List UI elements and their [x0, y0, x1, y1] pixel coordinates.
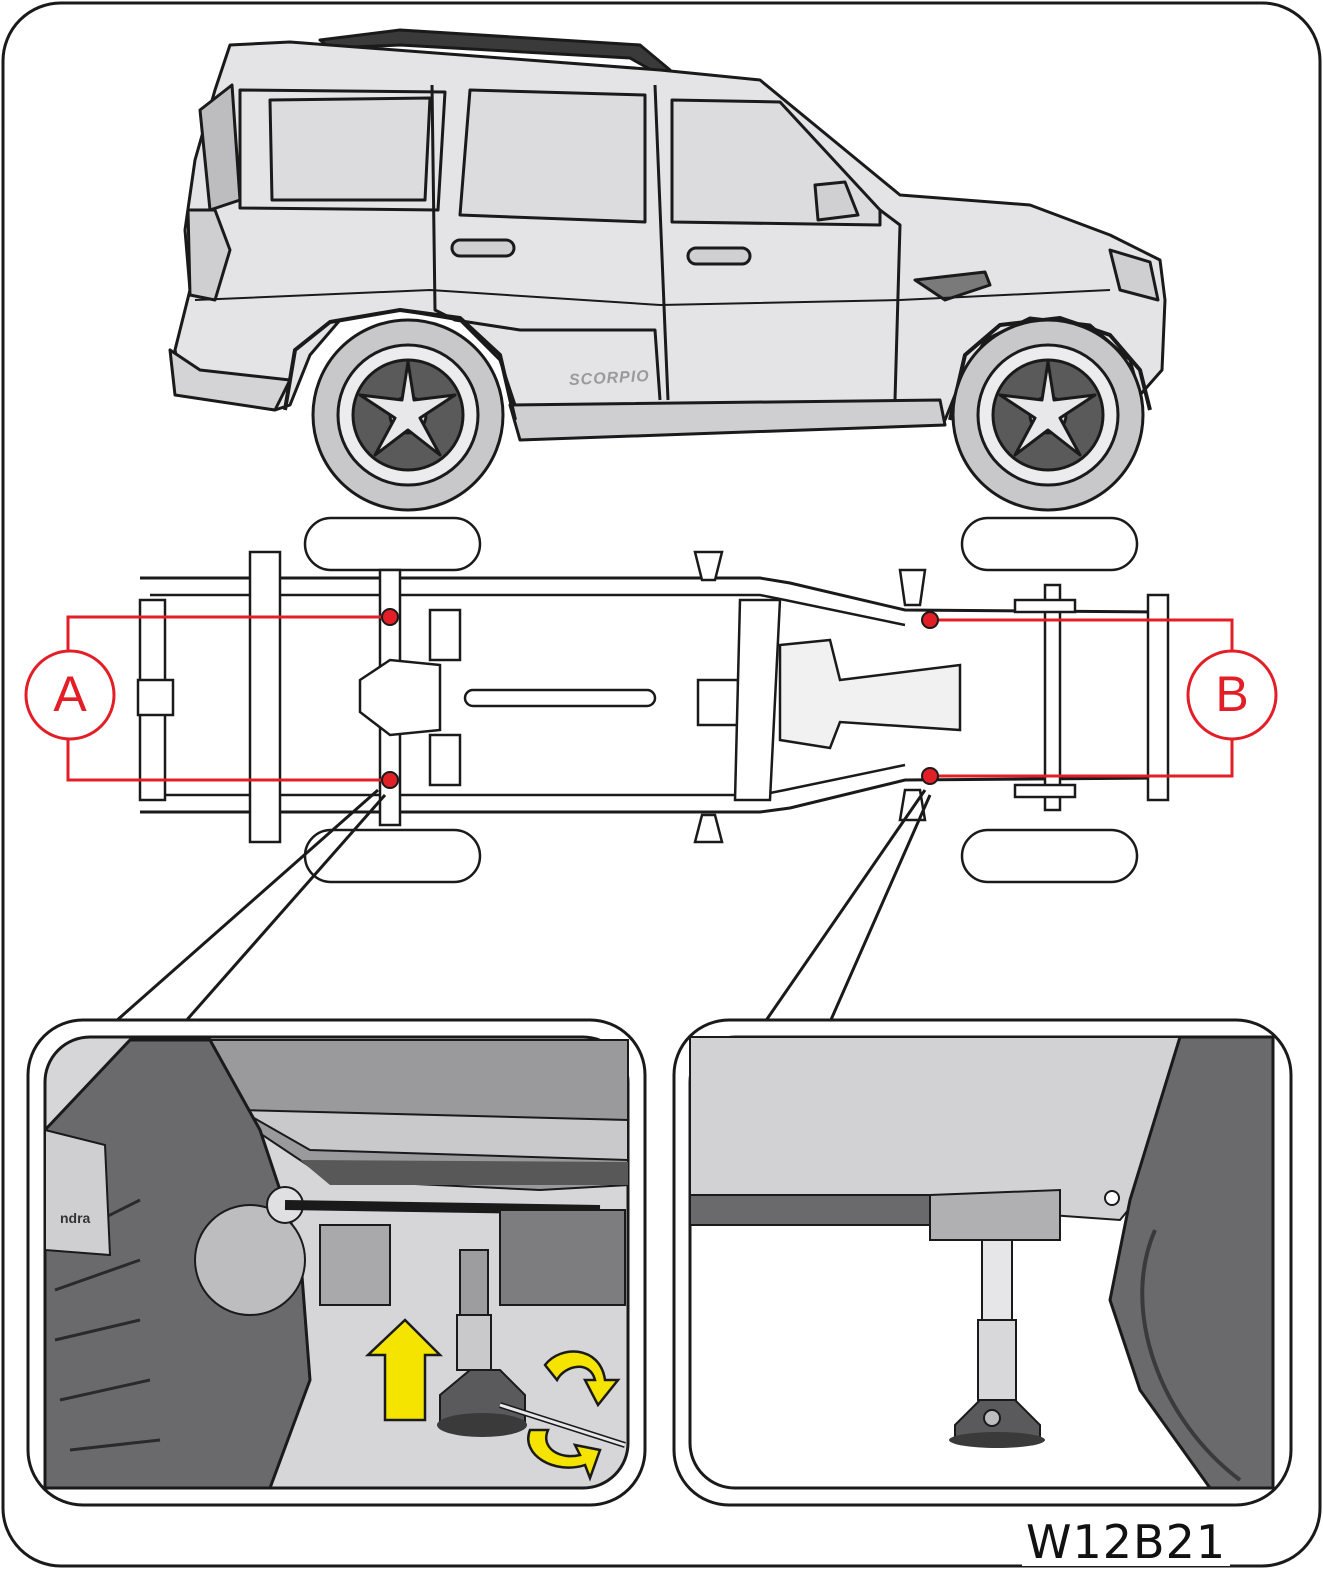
chassis-wheel-front-right [960, 828, 1139, 884]
rear-quarter-glass [268, 96, 432, 202]
jacking-point-a-label: A [53, 666, 87, 722]
mid-crossmember [733, 598, 782, 802]
jacking-point-b-upper [921, 611, 939, 629]
leader-lines [114, 788, 932, 1024]
callout-b-bracket [930, 618, 1234, 778]
figure-code: W12B21 [1022, 1518, 1231, 1566]
front-axle-beam [1043, 583, 1062, 812]
scissor-jack-front [949, 1239, 1045, 1448]
rear-axle-beam [248, 550, 282, 844]
leader-left [114, 788, 387, 1024]
body-mount-lower [693, 813, 724, 844]
rear-differential [358, 658, 442, 737]
rear-bumper [168, 348, 292, 412]
frame-rail-lower-inner [150, 763, 906, 797]
body-crease [194, 289, 1111, 306]
driveshaft [463, 688, 657, 708]
door-line-mid [653, 84, 670, 401]
detail-panel-rear [26, 1018, 647, 1507]
body-mount-upper [693, 550, 724, 582]
callout-a-circle [24, 649, 116, 741]
jacking-point-b-label: B [1215, 666, 1249, 722]
front-crossmember [1146, 593, 1170, 802]
rotate-arrows-icon [527, 1350, 621, 1482]
rear-wheel [311, 318, 505, 512]
frame-rail-lower [140, 776, 1166, 814]
leader-right [763, 789, 932, 1023]
gearbox [778, 638, 962, 750]
callout-b-circle [1186, 649, 1278, 741]
mud-flap [44, 1128, 112, 1257]
front-tyre [1108, 1035, 1275, 1490]
chassis-top-view [136, 516, 1170, 884]
front-wheel [951, 318, 1145, 512]
door-line-front [879, 208, 902, 401]
transfer-case [696, 678, 740, 727]
side-step [508, 398, 947, 442]
front-spring-upper [1013, 598, 1077, 614]
jacking-point-a-lower [381, 771, 399, 789]
jacking-point-callouts [24, 615, 1278, 782]
front-door-handle [686, 246, 752, 266]
up-arrow-icon [364, 1318, 444, 1422]
frame-rail-upper-inner [150, 593, 906, 627]
scissor-jack-rear [437, 1249, 626, 1448]
rear-suspension-bracket-top [428, 608, 462, 662]
front-wheel-arch [948, 316, 1152, 421]
rear-door-window [458, 88, 647, 224]
jacking-point-b-lower [921, 767, 939, 785]
door-line-rear [430, 84, 662, 401]
side-mirror [813, 180, 860, 222]
chassis-wheel-rear-left [303, 516, 482, 572]
side-vent [913, 270, 992, 302]
vehicle-side-view [168, 28, 1167, 512]
rear-wheel-arch [283, 308, 517, 421]
callout-a-bracket [66, 615, 390, 782]
rear-suspension-bracket-bottom [428, 733, 462, 787]
rear-door-handle [450, 238, 516, 258]
rear-hitch [136, 678, 175, 717]
jacking-point-a-upper [381, 608, 399, 626]
frame-rail-upper [140, 576, 1166, 614]
detail-panel-front [672, 1018, 1293, 1507]
jacking-point-markers [381, 608, 939, 789]
mudflap-text: ndra [60, 1210, 91, 1226]
chassis-wheel-front-left [960, 516, 1139, 572]
headlight [1108, 248, 1160, 302]
front-spring-lower [1013, 783, 1077, 799]
sill-rail [689, 1194, 954, 1226]
front-mount-upper [898, 568, 927, 607]
